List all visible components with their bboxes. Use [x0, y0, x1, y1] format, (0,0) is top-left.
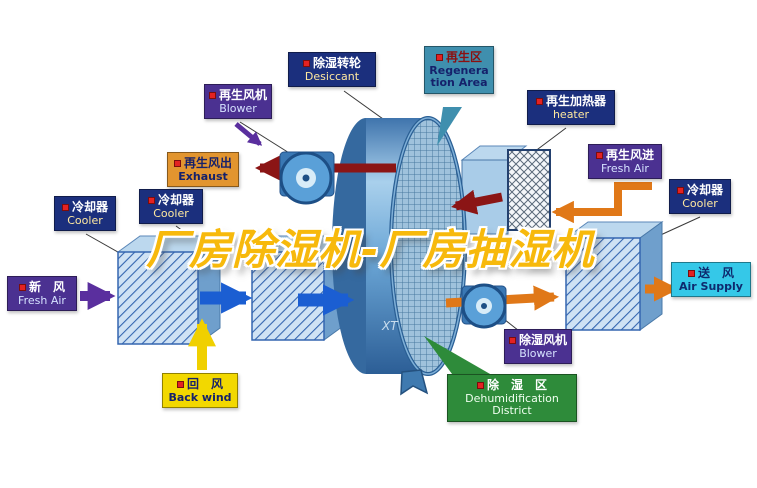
label-regen-heater-zh: 再生加热器	[545, 94, 606, 108]
label-dehumid-district-zh: 除 湿 区	[486, 378, 547, 392]
label-exhaust-zh: 再生风出	[183, 156, 232, 170]
label-dehumid-blower-zh: 除湿风机	[519, 333, 568, 347]
label-air-supply-en: Air Supply	[679, 280, 743, 293]
label-dehumid-district-en: Dehumidification District	[465, 392, 559, 418]
ahu-left-cooler-unit	[116, 235, 222, 345]
red-marker-icon	[687, 270, 695, 277]
label-fresh-air-en: Fresh Air	[18, 294, 66, 307]
red-marker-icon	[176, 381, 184, 388]
label-desiccant: 除湿转轮 Desiccant	[288, 52, 376, 88]
red-marker-icon	[61, 204, 69, 211]
label-regen-fresh-air-en: Fresh Air	[601, 162, 649, 175]
red-marker-icon	[476, 382, 484, 389]
wheel-ribbon	[400, 369, 429, 396]
label-dehumid-blower-en: Blower	[519, 347, 557, 360]
dehumid-zone-pointer	[424, 336, 504, 382]
label-back-wind: 回 风 Back wind	[162, 373, 238, 409]
ahu-right-supply-unit	[564, 221, 664, 331]
red-marker-icon	[209, 92, 216, 99]
label-back-wind-en: Back wind	[168, 391, 232, 404]
label-air-supply-zh: 送 风	[697, 266, 734, 280]
label-dehumid-district: 除 湿 区 Dehumidification District	[447, 374, 577, 422]
blower-pointer-arrow	[234, 122, 263, 146]
label-cooler-right: 冷却器 Cooler	[669, 179, 731, 215]
label-regen-blower-en: Blower	[219, 102, 257, 115]
label-back-wind-zh: 回 风	[186, 377, 223, 391]
desiccant-wheel: XT	[332, 116, 467, 396]
regen-blower-fan	[279, 151, 335, 205]
label-regen-heater-en: heater	[552, 108, 590, 121]
red-marker-icon	[535, 98, 543, 105]
label-air-supply: 送 风 Air Supply	[671, 262, 751, 298]
label-fresh-air: 新 风 Fresh Air	[7, 276, 77, 312]
red-marker-icon	[173, 160, 181, 167]
diagram-title: 厂房除湿机-厂房抽湿机	[146, 225, 595, 274]
label-regen-heater: 再生加热器 heater	[527, 90, 615, 126]
red-marker-icon	[595, 152, 603, 159]
red-marker-icon	[676, 187, 684, 194]
label-regen-fresh-air-zh: 再生风进	[605, 148, 654, 162]
label-exhaust-en: Exhaust	[178, 170, 228, 183]
label-desiccant-en: Desiccant	[304, 70, 360, 83]
label-cooler-left-outer-en: Cooler	[67, 214, 103, 227]
red-marker-icon	[509, 337, 516, 344]
label-desiccant-zh: 除湿转轮	[312, 56, 361, 70]
red-marker-icon	[18, 284, 26, 291]
red-marker-icon	[147, 197, 155, 204]
heater-to-wheel-arrow	[451, 189, 503, 215]
label-regen-blower: 再生风机 Blower	[204, 84, 272, 120]
dehumid-blower-fan	[461, 283, 507, 329]
label-cooler-left-inner-en: Cooler	[153, 207, 189, 220]
label-cooler-left-inner-zh: 冷却器	[157, 193, 194, 207]
red-marker-icon	[435, 54, 443, 61]
label-fresh-air-zh: 新 风	[28, 280, 65, 294]
red-marker-icon	[302, 60, 310, 67]
label-regeneration-area-en: Regeneration Area	[429, 64, 489, 90]
regen-zone-pointer	[437, 107, 462, 146]
label-cooler-left-outer-zh: 冷却器	[71, 200, 108, 214]
label-regen-blower-zh: 再生风机	[219, 88, 268, 102]
label-exhaust: 再生风出 Exhaust	[167, 152, 239, 188]
label-cooler-left-outer: 冷却器 Cooler	[54, 196, 116, 232]
label-cooler-right-zh: 冷却器	[686, 183, 723, 197]
label-dehumid-blower: 除湿风机 Blower	[504, 329, 572, 365]
label-regen-fresh-air: 再生风进 Fresh Air	[588, 144, 662, 180]
regen-intake-arrow	[551, 182, 652, 224]
label-cooler-left-inner: 冷却器 Cooler	[139, 189, 203, 225]
watermark-text: XT	[381, 319, 399, 333]
label-regeneration-area: 再生区 Regeneration Area	[424, 46, 494, 94]
label-cooler-right-en: Cooler	[682, 197, 718, 210]
label-regeneration-area-zh: 再生区	[445, 50, 482, 64]
